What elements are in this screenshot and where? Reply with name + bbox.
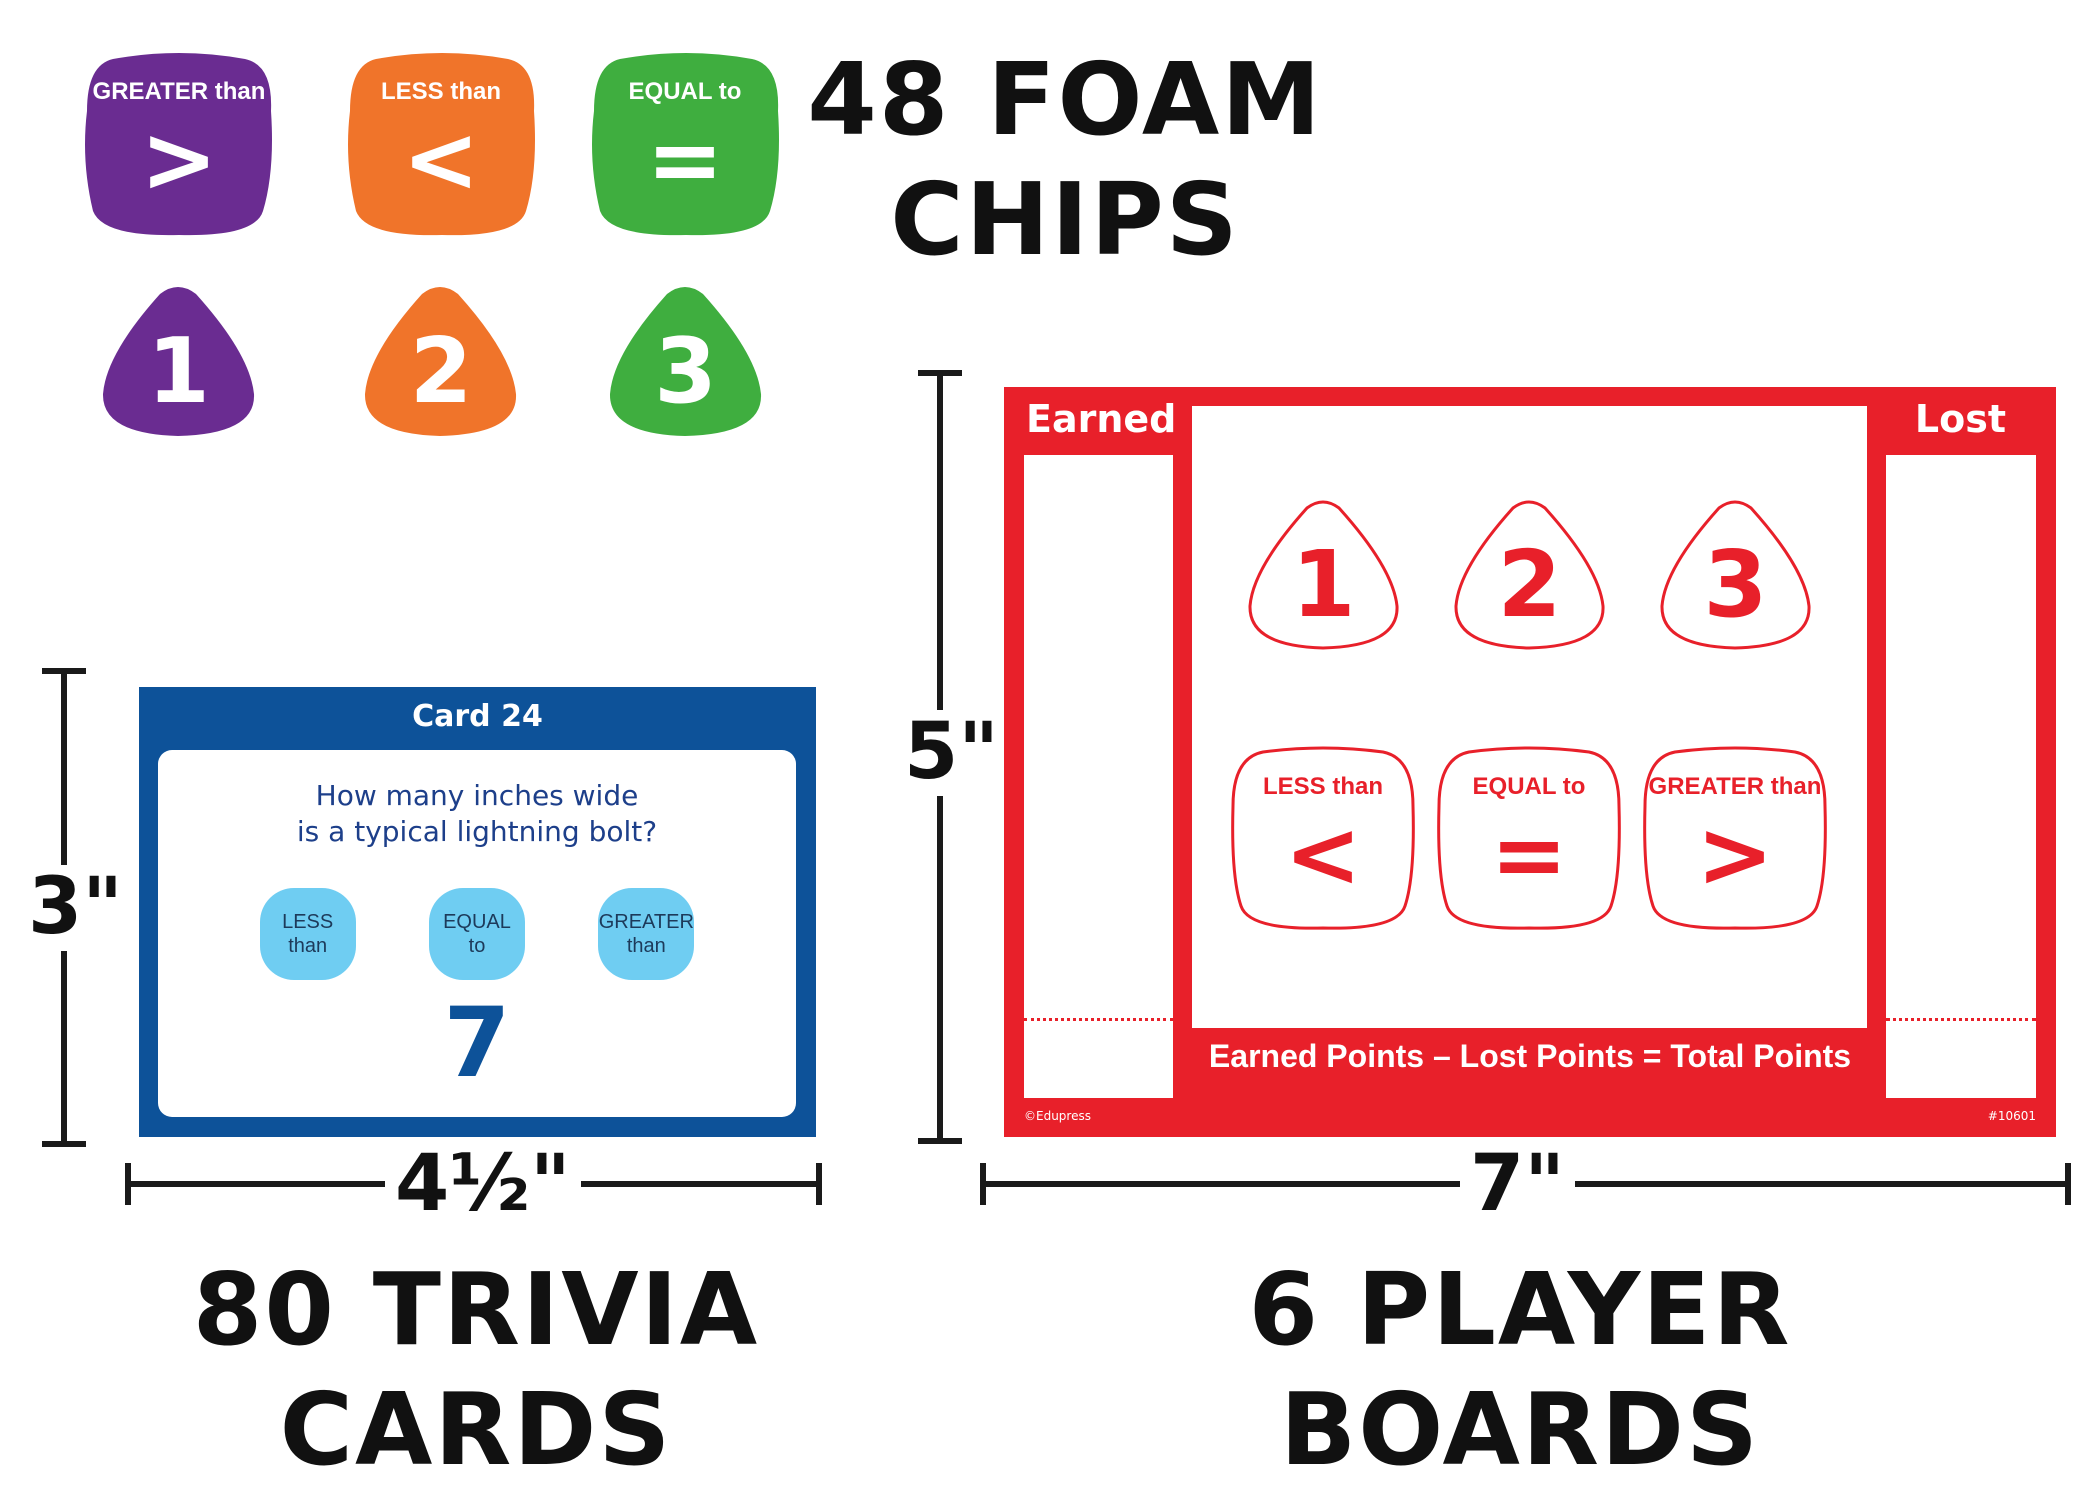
chip-shape-icon xyxy=(592,53,779,236)
question-line: is a typical lightning bolt? xyxy=(296,815,658,848)
title-line: 6 PLAYER xyxy=(1248,1251,1792,1368)
point-value: 2 xyxy=(409,319,473,425)
dotted-divider xyxy=(1024,1018,1173,1021)
greater-than-icon: > xyxy=(1696,801,1774,909)
option-line: than xyxy=(288,935,328,957)
point-chip-2: 2 xyxy=(362,284,520,440)
board-equal-slot: EQUAL to = xyxy=(1435,746,1623,934)
card-width-cap-right xyxy=(816,1163,822,1205)
lost-column xyxy=(1886,455,2036,1098)
trivia-cards-title: 80 TRIVIA CARDS xyxy=(156,1250,796,1490)
option-line: than xyxy=(626,935,666,957)
slot-label: EQUAL to xyxy=(1472,773,1586,801)
rounded-outline-icon xyxy=(1643,746,1827,930)
title-line: 48 FOAM xyxy=(807,41,1323,158)
equal-icon: = xyxy=(646,106,724,214)
player-boards-title: 6 PLAYER BOARDS xyxy=(1200,1250,1840,1490)
card-height-cap-bottom xyxy=(42,1141,86,1147)
board-point-slot-1: 1 xyxy=(1245,498,1402,652)
board-width-label: 7" xyxy=(1460,1141,1575,1228)
earned-label: Earned xyxy=(1026,397,1177,441)
slot-label: GREATER than xyxy=(1648,773,1822,801)
option-line: GREATER xyxy=(598,911,694,933)
board-point-slot-3: 3 xyxy=(1657,498,1814,652)
point-chip-1: 1 xyxy=(100,284,257,440)
lost-label: Lost xyxy=(1914,397,2006,441)
greater-than-chip: GREATER than > xyxy=(83,51,275,239)
point-chip-3: 3 xyxy=(607,284,764,440)
card-header: Card 24 xyxy=(412,699,543,734)
title-line: BOARDS xyxy=(1280,1371,1760,1488)
formula: Earned Points – Lost Points = Total Poin… xyxy=(1208,1038,1852,1074)
product-number: #10601 xyxy=(1987,1109,2036,1123)
point-value: 1 xyxy=(1291,531,1356,639)
chip-shape-icon xyxy=(348,53,535,236)
triangle-outline-icon xyxy=(1248,500,1399,650)
point-value: 3 xyxy=(654,319,717,425)
board-height-label: 5" xyxy=(900,709,1003,796)
title-line: CHIPS xyxy=(890,161,1240,278)
foam-chips-title: 48 FOAM CHIPS xyxy=(800,40,1330,280)
less-than-icon: < xyxy=(402,106,480,214)
board-width-cap-left xyxy=(980,1163,986,1205)
triangle-chip-icon xyxy=(364,287,517,436)
board-greater-slot: GREATER than > xyxy=(1641,746,1829,934)
rounded-outline-icon xyxy=(1231,746,1415,930)
triangle-chip-icon xyxy=(102,287,255,436)
triangle-chip-icon xyxy=(609,287,762,436)
point-value: 3 xyxy=(1703,531,1768,639)
copyright: ©Edupress xyxy=(1024,1109,1091,1123)
option-line: to xyxy=(468,935,486,957)
chip-label: LESS than xyxy=(380,78,501,106)
card-number: 7 xyxy=(443,987,511,1099)
equal-to-chip: EQUAL to = xyxy=(590,51,780,239)
board-width-cap-right xyxy=(2065,1163,2071,1205)
triangle-outline-icon xyxy=(1660,500,1811,650)
point-value: 1 xyxy=(147,319,210,425)
card-width-cap-left xyxy=(125,1163,131,1205)
earned-column xyxy=(1024,455,1173,1098)
point-value: 2 xyxy=(1497,531,1562,639)
trivia-card: Card 24 How many inches wide is a typica… xyxy=(139,687,816,1137)
chip-shape-icon xyxy=(85,53,272,236)
rounded-outline-icon xyxy=(1437,746,1621,930)
board-height-cap-top xyxy=(918,370,962,376)
board-less-slot: LESS than < xyxy=(1229,746,1417,934)
triangle-outline-icon xyxy=(1454,500,1605,650)
equal-icon: = xyxy=(1490,801,1568,909)
dotted-divider xyxy=(1886,1018,2036,1021)
less-than-chip: LESS than < xyxy=(346,51,536,239)
card-width-label: 4½" xyxy=(385,1141,581,1228)
question: How many inches wide is a typical lightn… xyxy=(158,778,796,850)
less-than-icon: < xyxy=(1284,801,1362,909)
title-line: CARDS xyxy=(279,1371,673,1488)
greater-than-icon: > xyxy=(140,106,218,214)
board-point-slot-2: 2 xyxy=(1451,498,1608,652)
board-height-cap-bottom xyxy=(918,1138,962,1144)
question-line: How many inches wide xyxy=(315,779,639,812)
card-height-label: 3" xyxy=(24,864,127,951)
chip-label: EQUAL to xyxy=(628,78,742,106)
option-line: EQUAL xyxy=(443,911,511,933)
title-line: 80 TRIVIA xyxy=(192,1251,760,1368)
card-body: How many inches wide is a typical lightn… xyxy=(158,750,796,1117)
chip-label: GREATER than xyxy=(92,78,266,106)
option-line: LESS xyxy=(282,911,334,933)
slot-label: LESS than xyxy=(1262,773,1383,801)
card-height-cap-top xyxy=(42,668,86,674)
